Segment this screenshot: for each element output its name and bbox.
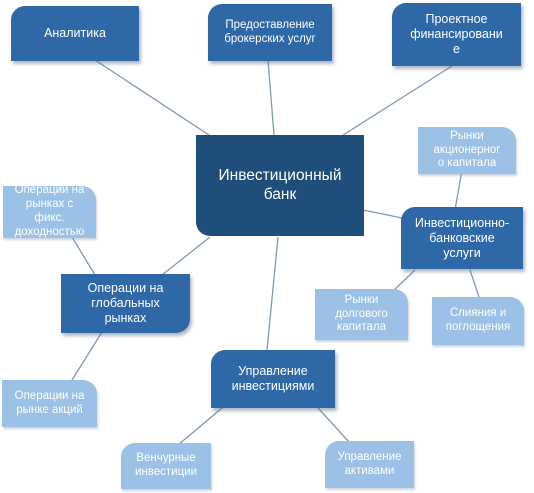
node-equity-markets-label: Рынки акционерног о капитала xyxy=(433,129,501,170)
node-analytics-label: Аналитика xyxy=(44,26,106,40)
link-global-stock xyxy=(71,331,103,381)
node-equity-markets: Рынки акционерног о капитала xyxy=(418,127,516,174)
link-ib-mna xyxy=(469,269,481,301)
node-fixed-income: Операции на рынках с фикс. доходностью xyxy=(3,186,96,238)
link-center-project-finance xyxy=(339,65,453,138)
link-investment-assets xyxy=(317,407,351,444)
center-node-label: Инвестиционный банк xyxy=(218,166,342,203)
node-project-finance: Проектное финансировани е xyxy=(392,3,521,66)
node-global-markets-label: Операции на глобальных рынках xyxy=(87,281,164,325)
node-brokerage: Предоставление брокерских услуг xyxy=(208,4,332,61)
link-investment-venture xyxy=(177,407,223,446)
node-asset-mgmt-label: Управление активами xyxy=(337,450,402,477)
node-stock-ops-label: Операции на рынке акций xyxy=(14,389,85,416)
link-center-global xyxy=(161,236,211,276)
node-ib-services-label: Инвестиционно- банковские услуги xyxy=(414,215,510,260)
node-ib-services: Инвестиционно- банковские услуги xyxy=(401,207,523,269)
node-mna-label: Слияния и поглощения xyxy=(445,307,511,333)
node-mna: Слияния и поглощения xyxy=(432,297,524,345)
link-center-brokerage xyxy=(267,59,275,136)
node-debt-markets: Рынки долгового капитала xyxy=(315,289,408,340)
link-ib-equity xyxy=(454,169,463,211)
node-investment-mgmt-label: Управление инвестициями xyxy=(231,364,315,393)
node-debt-markets-label: Рынки долгового капитала xyxy=(335,293,388,334)
node-asset-mgmt: Управление активами xyxy=(325,441,414,488)
link-center-investment xyxy=(266,236,279,351)
node-brokerage-label: Предоставление брокерских услуг xyxy=(224,18,316,45)
node-stock-ops: Операции на рынке акций xyxy=(2,380,97,427)
link-center-ib-services xyxy=(362,209,403,219)
node-analytics: Аналитика xyxy=(11,6,139,61)
node-venture: Венчурные инвестиции xyxy=(121,443,211,489)
node-fixed-income-label: Операции на рынках с фикс. доходностью xyxy=(14,186,85,238)
node-global-markets: Операции на глобальных рынках xyxy=(61,274,190,333)
link-ib-debt xyxy=(391,269,416,293)
node-investment-mgmt: Управление инвестициями xyxy=(211,350,335,408)
link-global-fixed xyxy=(71,236,96,276)
link-center-analytics xyxy=(94,59,213,138)
node-project-finance-label: Проектное финансировани е xyxy=(410,12,503,56)
node-venture-label: Венчурные инвестиции xyxy=(134,452,198,478)
center-node-investment-bank: Инвестиционный банк xyxy=(196,135,364,236)
